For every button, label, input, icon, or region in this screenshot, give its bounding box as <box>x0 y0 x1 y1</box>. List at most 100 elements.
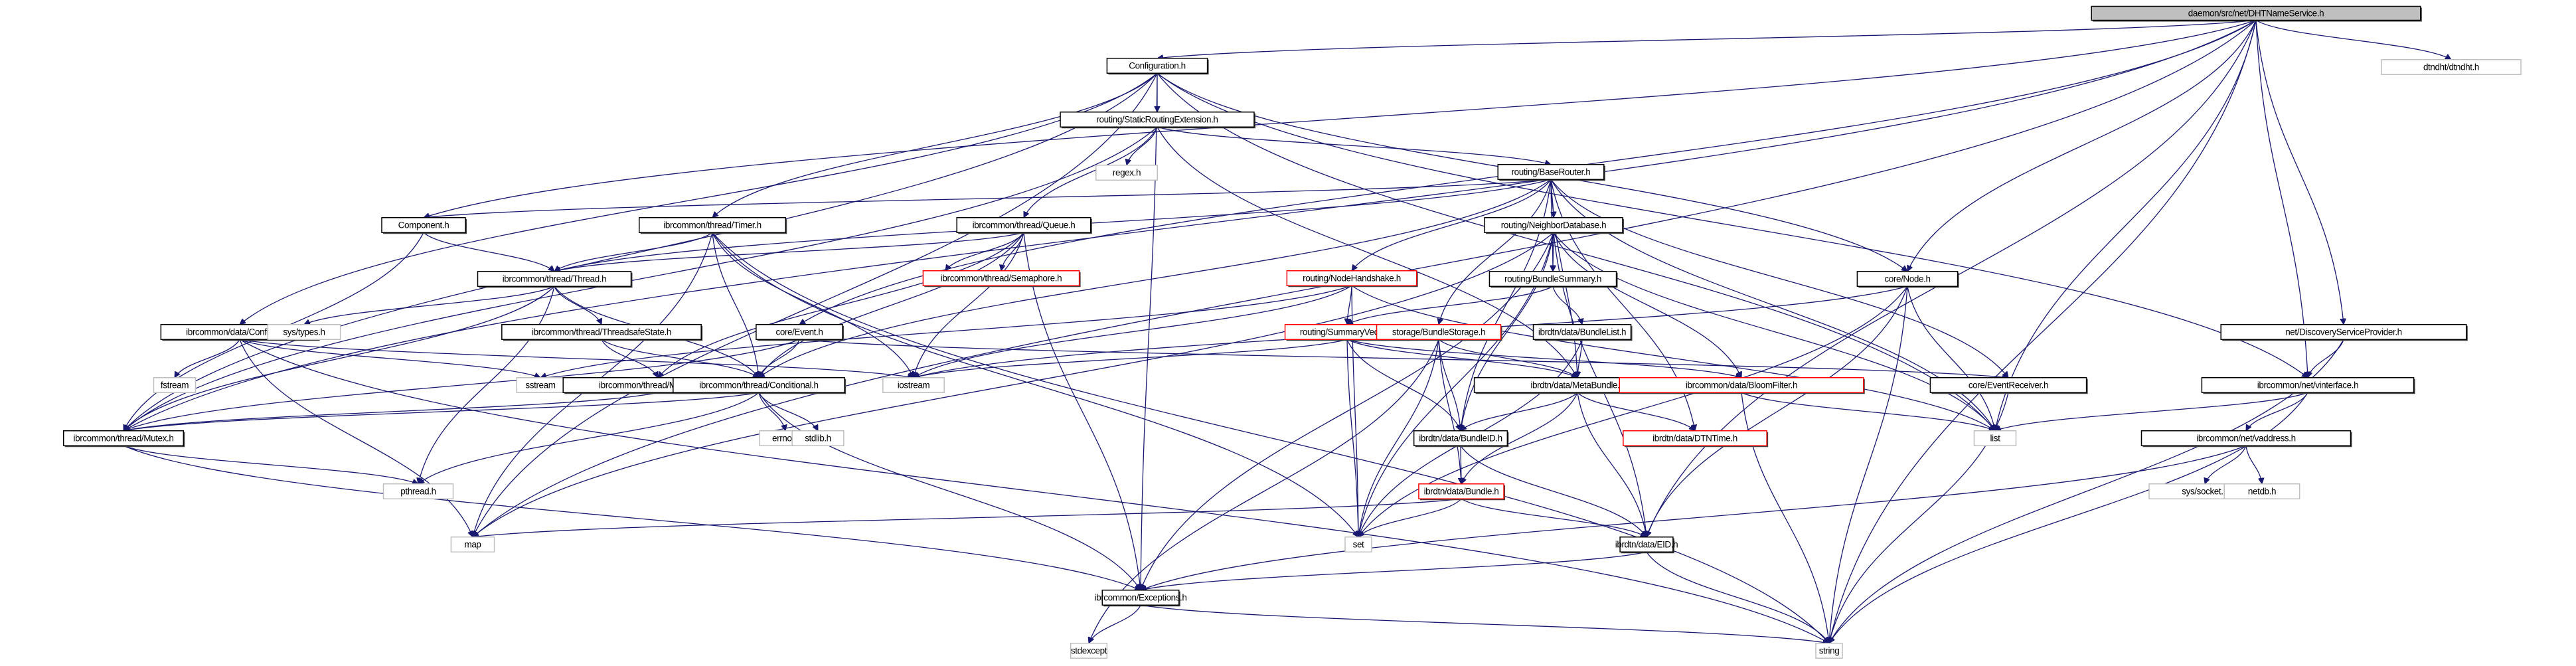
node-label: ibrcommon/thread/Timer.h <box>663 220 761 230</box>
edge-cfgfile-to-string <box>239 339 1829 644</box>
edge-sre-to-baser <box>1157 126 1551 165</box>
graph-node-thread[interactable]: ibrcommon/thread/Thread.h <box>477 271 633 288</box>
node-label: set <box>1353 540 1364 550</box>
edge-vif-to-vaddr <box>2245 392 2308 431</box>
graph-node-vif[interactable]: ibrcommon/net/vinterface.h <box>2201 377 2415 394</box>
node-box <box>1286 270 1417 286</box>
edge-comp-to-thread <box>423 232 554 272</box>
graph-node-sre[interactable]: routing/StaticRoutingExtension.h <box>1060 112 1255 129</box>
graph-node-queue[interactable]: ibrcommon/thread/Queue.h <box>956 217 1092 234</box>
edge-cond-to-errno <box>758 392 785 431</box>
edge-meta-to-dtntime <box>1577 392 1695 431</box>
node-box <box>267 324 341 340</box>
edge-nodehs-to-svec <box>1347 286 1352 325</box>
edge-evrecv-to-string <box>1829 392 2009 643</box>
node-label: Configuration.h <box>1129 61 1186 71</box>
graph-node-tsstate[interactable]: ibrcommon/thread/ThreadsafeState.h <box>501 324 703 341</box>
graph-node-bundle[interactable]: ibrdtn/data/Bundle.h <box>1418 483 1506 501</box>
graph-node-baser[interactable]: routing/BaseRouter.h <box>1497 164 1605 181</box>
edge-bsum-to-blist <box>1552 286 1582 325</box>
node-label: ibrdtn/data/Bundle.h <box>1424 487 1499 497</box>
edges-layer <box>123 19 2451 644</box>
node-box <box>153 377 197 393</box>
edge-baser-to-nodehs <box>1352 179 1552 271</box>
node-label: ibrcommon/thread/Mutex.h <box>74 434 174 444</box>
node-box <box>1619 537 1674 552</box>
graph-node-blist[interactable]: ibrdtn/data/BundleList.h <box>1532 324 1633 341</box>
graph-node-systypes: sys/types.h <box>267 324 341 340</box>
graph-node-vaddr[interactable]: ibrcommon/net/vaddress.h <box>2140 430 2352 448</box>
edge-svec-to-meta <box>1346 339 1577 378</box>
edge-sre-to-regex <box>1127 127 1158 165</box>
node-box <box>1619 377 1864 393</box>
edge-dhtns-to-list <box>1995 20 2257 431</box>
edge-conf-to-exc <box>1141 73 1158 590</box>
edge-svec-to-bid <box>1346 339 1461 431</box>
graph-node-list: list <box>1973 430 2017 446</box>
edge-neighdb-to-exc <box>1141 232 1554 590</box>
graph-node-conf[interactable]: Configuration.h <box>1106 58 1209 75</box>
graph-node-cevent[interactable]: core/Event.h <box>756 324 845 341</box>
node-box <box>1484 217 1623 233</box>
node-label: ibrdtn/data/MetaBundle.h <box>1530 380 1624 390</box>
graph-node-comp[interactable]: Component.h <box>381 217 467 234</box>
edge-sre-to-queue <box>1023 126 1158 218</box>
graph-node-mutex[interactable]: ibrcommon/thread/Mutex.h <box>62 430 185 448</box>
node-box <box>1376 324 1502 340</box>
graph-node-dtntime[interactable]: ibrdtn/data/DTNTime.h <box>1623 430 1769 448</box>
edge-vaddr-to-netdb <box>2245 446 2262 484</box>
graph-node-cond[interactable]: ibrcommon/thread/Conditional.h <box>673 377 846 394</box>
graph-node-set: set <box>1344 537 1372 552</box>
edge-baser-to-evrecv <box>1550 179 2008 378</box>
node-label: ibrdtn/data/BundleList.h <box>1538 327 1626 337</box>
node-box <box>922 270 1080 286</box>
edge-cnode-to-string <box>1829 286 1908 643</box>
edge-bloom-to-string <box>1741 392 1829 643</box>
graph-node-timer[interactable]: ibrcommon/thread/Timer.h <box>639 217 787 234</box>
edge-bundle-to-set <box>1358 498 1462 537</box>
node-box <box>2381 59 2522 75</box>
edge-thread-to-tsstate <box>554 286 602 325</box>
edge-sre-to-mutex <box>123 126 1158 431</box>
graph-node-dhtns[interactable]: daemon/src/net/DHTNameService.h <box>2091 5 2422 22</box>
node-label: fstream <box>161 380 189 390</box>
graph-node-bid[interactable]: ibrdtn/data/BundleID.h <box>1413 430 1509 448</box>
graph-node-bloom[interactable]: ibrcommon/data/BloomFilter.h <box>1619 377 1865 394</box>
graph-node-nodehs[interactable]: routing/NodeHandshake.h <box>1286 270 1418 288</box>
graph-node-bsum[interactable]: routing/BundleSummary.h <box>1489 271 1618 288</box>
node-box <box>1497 164 1605 180</box>
graph-node-cnode[interactable]: core/Node.h <box>1856 271 1959 288</box>
edge-nodehs-to-sstream <box>540 285 1352 378</box>
edge-dhtns-to-vif <box>2255 20 2308 378</box>
node-box <box>1413 430 1508 446</box>
edge-cevent-to-mutex <box>123 339 800 431</box>
node-box <box>382 483 454 499</box>
node-label: pthread.h <box>400 487 436 497</box>
edge-cfgfile-to-sstream <box>239 339 540 378</box>
edge-cevent-to-evrecv <box>799 339 2008 378</box>
graph-node-sstream: sstream <box>516 377 565 393</box>
graph-node-dsp[interactable]: net/DiscoveryServiceProvider.h <box>2220 324 2468 341</box>
node-label: net/DiscoveryServiceProvider.h <box>2285 327 2402 337</box>
edge-dhtns-to-dsp <box>2255 20 2344 325</box>
node-box <box>1095 165 1158 181</box>
graph-node-sema[interactable]: ibrcommon/thread/Semaphore.h <box>922 270 1081 288</box>
graph-node-eid[interactable]: ibrdtn/data/EID.h <box>1615 537 1678 554</box>
graph-node-neighdb[interactable]: routing/NeighborDatabase.h <box>1484 217 1624 234</box>
graph-node-bstore[interactable]: storage/BundleStorage.h <box>1376 324 1502 341</box>
node-box <box>450 537 495 552</box>
node-box <box>1070 643 1108 659</box>
node-box <box>1856 271 1959 287</box>
edge-bid-to-eid <box>1460 445 1647 537</box>
edge-cond-to-mutex <box>123 392 760 431</box>
node-box <box>1489 271 1617 287</box>
node-label: routing/BundleSummary.h <box>1504 274 1601 284</box>
node-label: ibrcommon/thread/Conditional.h <box>699 380 818 390</box>
graph-node-netdb: netdb.h <box>2223 483 2300 499</box>
node-label: ibrcommon/Exceptions.h <box>1094 593 1186 603</box>
edge-dhtns-to-cnode <box>1907 20 2257 272</box>
graph-node-evrecv[interactable]: core/EventReceiver.h <box>1929 377 2088 394</box>
node-box <box>639 217 786 233</box>
edge-baser-to-bstore <box>1439 179 1552 325</box>
graph-node-exc[interactable]: ibrcommon/Exceptions.h <box>1094 590 1187 607</box>
